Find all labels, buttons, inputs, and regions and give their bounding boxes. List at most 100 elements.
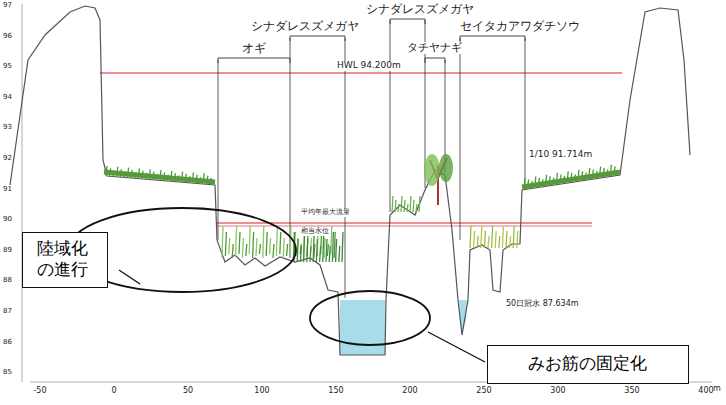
grass-stroke bbox=[535, 176, 536, 186]
grass-stroke bbox=[517, 231, 518, 248]
plant-label: タチヤナギ bbox=[406, 42, 463, 54]
grass-stroke bbox=[189, 176, 190, 182]
grass-stroke bbox=[336, 239, 337, 262]
callout-box: 陸域化 の進行 bbox=[22, 232, 108, 288]
water-level-label: HWL 94.200m bbox=[336, 61, 402, 71]
grass-stroke bbox=[124, 171, 125, 177]
grass-stroke bbox=[203, 173, 204, 183]
x-tick-label: 0 bbox=[111, 387, 116, 396]
grass-stroke bbox=[542, 179, 543, 185]
grass-stroke bbox=[182, 172, 183, 182]
y-tick-label: 89 bbox=[3, 247, 12, 255]
grass-stroke bbox=[283, 238, 284, 258]
grass-stroke bbox=[178, 175, 179, 181]
callout-ellipse bbox=[310, 291, 430, 345]
grass-stroke bbox=[131, 170, 132, 178]
grass-stroke bbox=[192, 172, 193, 182]
grass-stroke bbox=[196, 175, 197, 183]
grass-stroke bbox=[578, 170, 579, 180]
grass-stroke bbox=[571, 173, 572, 181]
grass-stroke bbox=[488, 236, 489, 248]
y-tick-label: 90 bbox=[3, 216, 12, 224]
grass-stroke bbox=[531, 181, 532, 187]
grass-stroke bbox=[290, 226, 291, 254]
vegetation bbox=[106, 165, 615, 262]
grass-stroke bbox=[239, 232, 240, 254]
grass-stroke bbox=[392, 196, 393, 212]
hwl-line bbox=[100, 73, 622, 74]
grass-stroke bbox=[128, 168, 129, 178]
grass-stroke bbox=[407, 204, 408, 212]
grass-stroke bbox=[310, 246, 311, 262]
grass-stroke bbox=[567, 171, 568, 181]
x-tick-label: 400 bbox=[698, 387, 713, 396]
leader-line bbox=[119, 270, 140, 284]
x-tick-label: -50 bbox=[33, 387, 46, 396]
grass-stroke bbox=[499, 236, 500, 248]
mean-water-line bbox=[216, 223, 592, 224]
grass-stroke bbox=[320, 246, 321, 262]
grass-stroke bbox=[492, 226, 493, 248]
y-tick-label: 96 bbox=[3, 33, 12, 41]
y-tick-label: 97 bbox=[3, 2, 12, 10]
grass-stroke bbox=[313, 232, 314, 262]
grass-stroke bbox=[323, 232, 324, 262]
zone-boundaries bbox=[218, 20, 525, 298]
callout-box: みお筋の固定化 bbox=[487, 345, 689, 384]
grass-stroke bbox=[106, 166, 107, 176]
grass-stroke bbox=[146, 173, 147, 179]
grass-stroke bbox=[401, 196, 402, 212]
grass-stroke bbox=[481, 226, 482, 248]
x-tick-label: 200 bbox=[402, 387, 417, 396]
grass-stroke bbox=[404, 200, 405, 212]
grass-stroke bbox=[326, 239, 327, 262]
grass-stroke bbox=[246, 244, 247, 256]
grass-stroke bbox=[342, 232, 343, 262]
grass-stroke bbox=[589, 168, 590, 178]
floodplain-grass bbox=[522, 172, 620, 187]
grass-stroke bbox=[142, 171, 143, 179]
water-main-channel bbox=[340, 300, 385, 355]
ground-profile bbox=[10, 6, 690, 355]
x-tick-label: 150 bbox=[328, 387, 343, 396]
y-tick-label: 88 bbox=[3, 277, 12, 285]
grass-stroke bbox=[273, 244, 274, 258]
grass-stroke bbox=[564, 176, 565, 182]
y-tick-label: 85 bbox=[3, 369, 12, 377]
grass-stroke bbox=[477, 236, 478, 248]
grass-stroke bbox=[120, 169, 121, 177]
grass-stroke bbox=[249, 226, 250, 254]
grass-stroke bbox=[413, 200, 414, 212]
x-tick-label: 300 bbox=[550, 387, 565, 396]
grass-stroke bbox=[419, 196, 420, 212]
willow-tree bbox=[424, 154, 453, 205]
y-tick-label: 91 bbox=[3, 186, 12, 194]
grass-stroke bbox=[135, 172, 136, 178]
grass-stroke bbox=[339, 246, 340, 262]
grass-stroke bbox=[304, 232, 305, 262]
grass-stroke bbox=[410, 196, 411, 212]
grass-stroke bbox=[297, 239, 298, 262]
grass-stroke bbox=[225, 232, 226, 256]
grass-stroke bbox=[207, 176, 208, 184]
grass-stroke bbox=[524, 178, 525, 188]
callout-text: みお筋の固定化 bbox=[528, 353, 647, 374]
plant-label: シナダレスズメガヤ bbox=[365, 3, 475, 16]
plant-label: セイタカアワダチソウ bbox=[459, 20, 581, 33]
y-axis bbox=[22, 4, 23, 382]
grass-stroke bbox=[280, 232, 281, 254]
grass-stroke bbox=[600, 166, 601, 176]
grass-stroke bbox=[242, 238, 243, 258]
grass-stroke bbox=[549, 176, 550, 184]
x-tick-label: 350 bbox=[624, 387, 639, 396]
grass-stroke bbox=[185, 174, 186, 182]
grass-stroke bbox=[110, 168, 111, 176]
grass-stroke bbox=[138, 168, 139, 178]
grass-stroke bbox=[582, 171, 583, 179]
grass-stroke bbox=[538, 178, 539, 186]
grass-stroke bbox=[266, 232, 267, 256]
axis-unit: m bbox=[713, 385, 721, 394]
grass-stroke bbox=[596, 171, 597, 177]
grass-stroke bbox=[574, 174, 575, 180]
plant-label: オギ bbox=[241, 42, 267, 55]
